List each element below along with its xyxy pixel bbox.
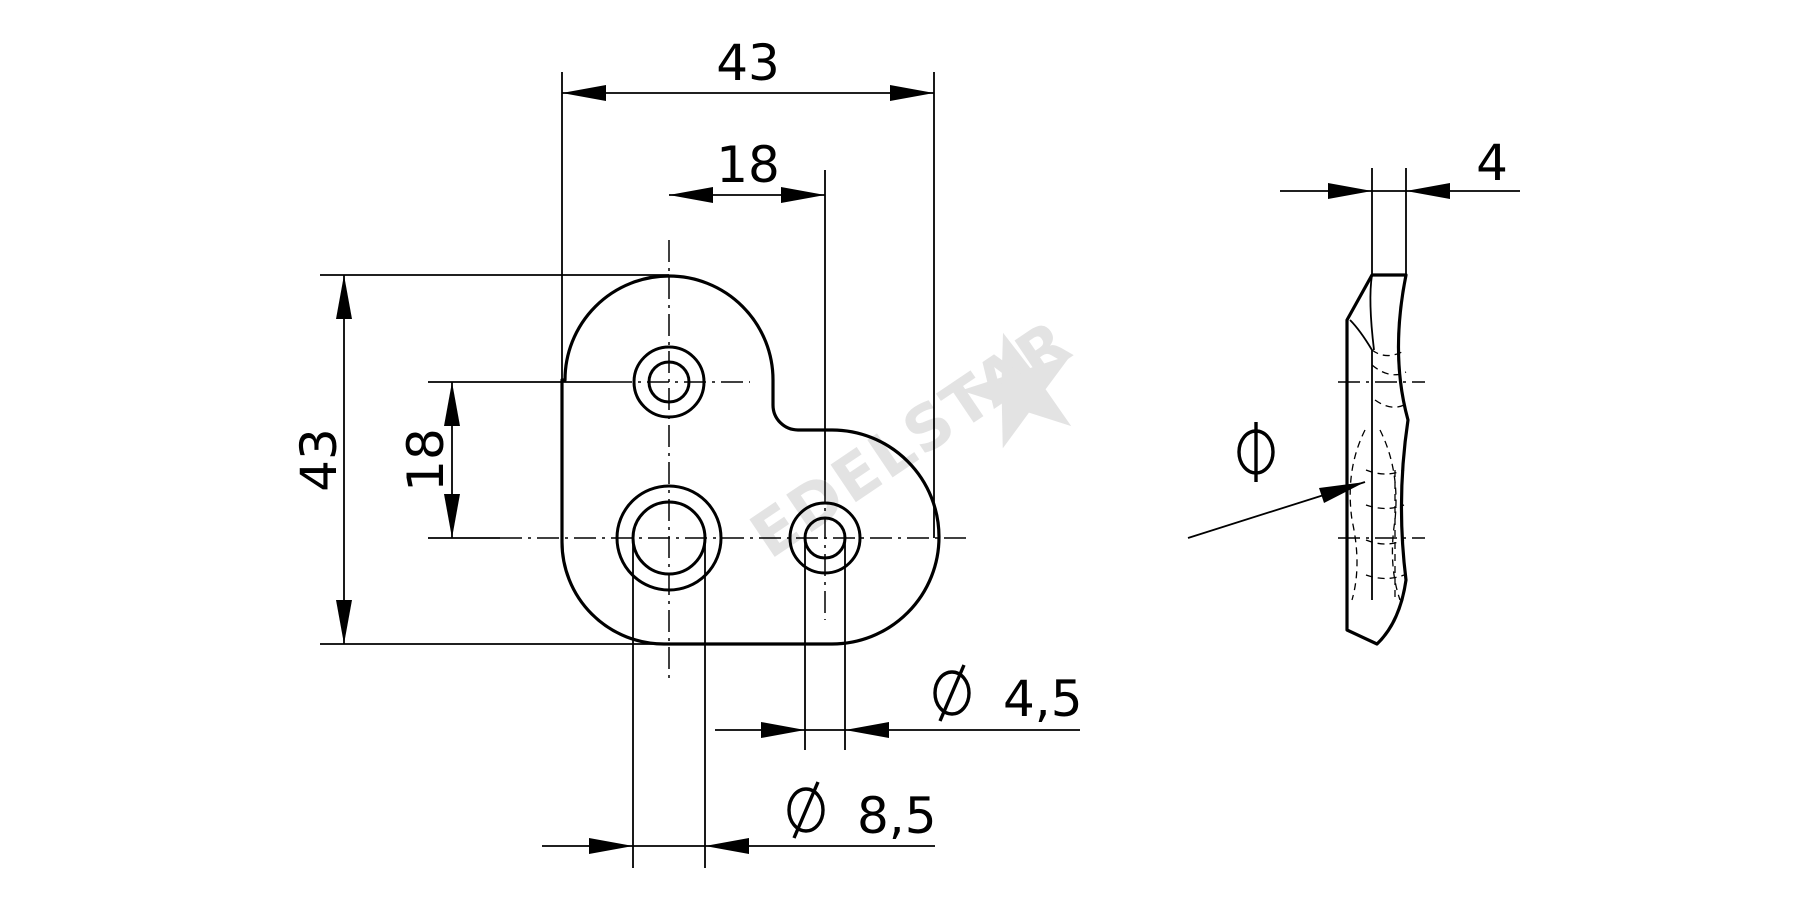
side-profile-outline — [1345, 273, 1410, 646]
watermark-star-icon — [960, 332, 1072, 449]
plate-outline — [560, 274, 941, 646]
dim-small-hole-diameter-label: 4,5 — [1003, 670, 1083, 728]
dim-hole-spacing-x-label: 18 — [716, 136, 780, 194]
dim-large-hole-diameter-label: 8,5 — [857, 787, 937, 845]
dim-side-diameter-leader — [1187, 422, 1366, 539]
dim-large-hole-diameter: 8,5 — [542, 538, 937, 868]
front-view: 43 18 43 18 — [290, 34, 1083, 868]
dim-hole-spacing-y-label: 18 — [397, 428, 455, 492]
dim-thickness: 4 — [1280, 134, 1520, 275]
dim-hole-spacing-y: 18 — [397, 381, 610, 539]
dim-overall-height: 43 — [290, 274, 669, 645]
side-profile-bevel-right — [1369, 274, 1375, 351]
dim-overall-width-label: 43 — [716, 34, 780, 92]
side-hidden-lines — [1349, 349, 1407, 601]
dim-hole-spacing-x: 18 — [669, 136, 826, 480]
side-profile-bevel-top — [1349, 319, 1373, 600]
dim-overall-height-label: 43 — [290, 428, 348, 492]
side-view: 4 — [1187, 134, 1520, 646]
dim-thickness-label: 4 — [1476, 134, 1508, 192]
diameter-symbol-icon — [787, 781, 825, 839]
dim-overall-width: 43 — [561, 34, 935, 542]
dim-small-hole-diameter: 4,5 — [715, 538, 1083, 750]
diameter-symbol-icon — [933, 664, 971, 722]
diameter-symbol-icon — [1237, 422, 1275, 482]
